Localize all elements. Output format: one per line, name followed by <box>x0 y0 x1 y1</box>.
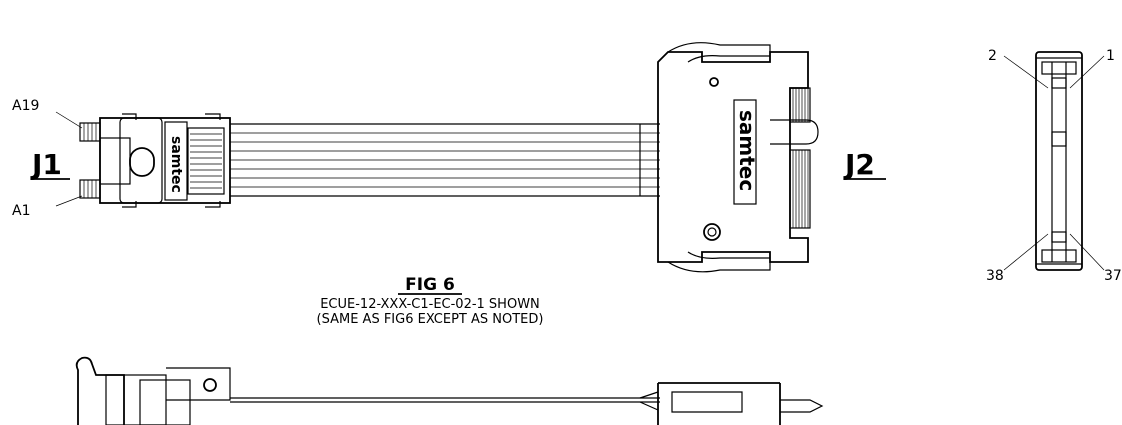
figure-caption-line1: ECUE-12-XXX-C1-EC-02-1 SHOWN <box>320 297 540 312</box>
side-view <box>75 356 824 425</box>
ribbon-cable <box>230 123 660 197</box>
pin-label-38: 38 <box>986 268 1004 284</box>
figure-caption-line2: (SAME AS FIG6 EXCEPT AS NOTED) <box>317 312 544 327</box>
j1-label: J1 <box>30 148 62 181</box>
pin-label-1: 1 <box>1106 48 1115 64</box>
j1-connector <box>79 113 231 208</box>
pin-label-a1: A1 <box>12 203 30 219</box>
j2-brand-mark: samtec <box>735 110 759 191</box>
pin-label-a19: A19 <box>12 98 39 114</box>
figure-title: FIG 6 <box>405 275 455 295</box>
pin-label-37: 37 <box>1104 268 1122 284</box>
leader-lines <box>55 55 1105 271</box>
j2-label: J2 <box>843 148 875 181</box>
pin-label-2: 2 <box>988 48 997 64</box>
j1-brand-mark: samtec <box>168 136 184 193</box>
end-view <box>1035 51 1083 271</box>
j2-connector <box>657 42 819 273</box>
